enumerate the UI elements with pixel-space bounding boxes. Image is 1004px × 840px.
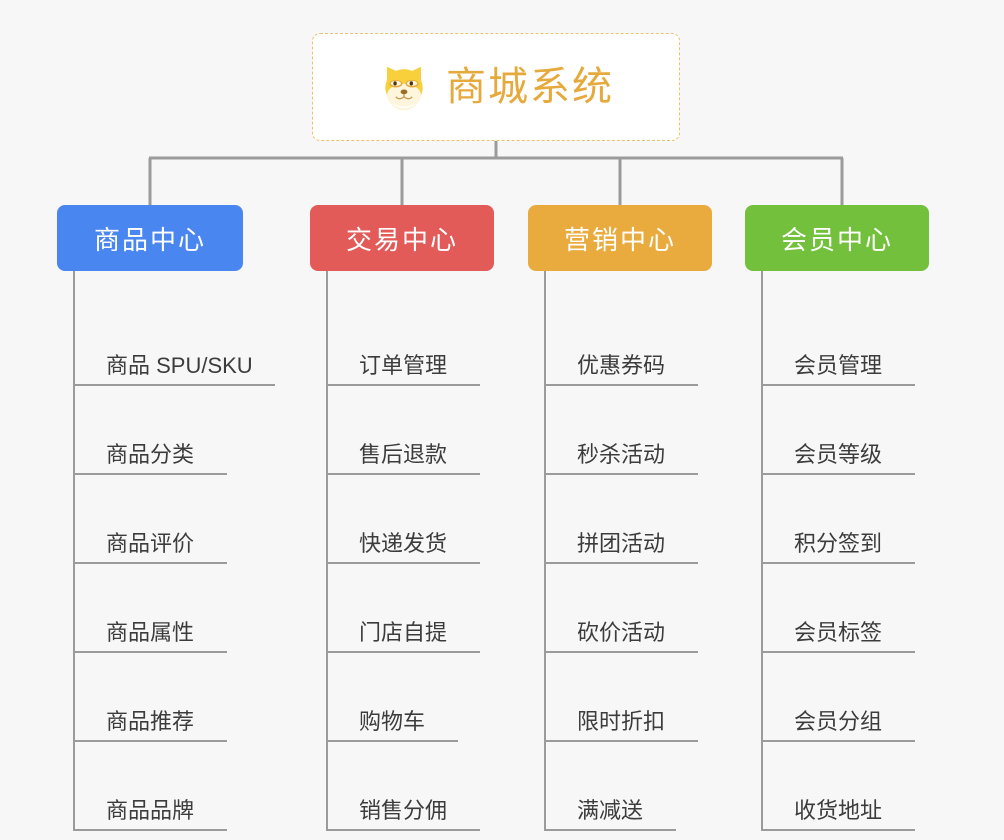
leaf-label: 快递发货	[359, 531, 448, 556]
leaf-label: 购物车	[359, 709, 426, 734]
leaf-label: 门店自提	[359, 620, 448, 645]
leaf-rule	[75, 651, 227, 653]
leaf-rule	[763, 651, 915, 653]
list-item[interactable]: 购物车	[328, 653, 542, 742]
leaf-rule	[328, 384, 480, 386]
leaf-label: 积分签到	[794, 531, 883, 556]
leaf-label: 订单管理	[359, 353, 448, 378]
list-item[interactable]: 会员管理	[763, 297, 977, 386]
list-item[interactable]: 限时折扣	[546, 653, 760, 742]
column-member-center: 会员中心 会员管理 会员等级 积分签到 会员标签 会员分组	[745, 205, 977, 831]
leaf-label: 秒杀活动	[577, 442, 666, 467]
leaf-label: 商品品牌	[106, 798, 195, 823]
list-item[interactable]: 售后退款	[328, 386, 542, 475]
leaf-rule	[328, 829, 480, 831]
list-item[interactable]: 销售分佣	[328, 742, 542, 831]
leaf-rule	[763, 562, 915, 564]
leaf-rule	[763, 473, 915, 475]
list-item[interactable]: 会员标签	[763, 564, 977, 653]
leaf-rule	[546, 829, 676, 831]
leaf-list-marketing-center: 优惠券码 秒杀活动 拼团活动 砍价活动 限时折扣 满减送	[544, 271, 760, 831]
root-node-mall-system[interactable]: 商城系统	[312, 33, 680, 141]
list-item[interactable]: 秒杀活动	[546, 386, 760, 475]
list-item[interactable]: 商品属性	[75, 564, 289, 653]
leaf-list-trade-center: 订单管理 售后退款 快递发货 门店自提 购物车 销售分佣	[326, 271, 542, 831]
column-trade-center: 交易中心 订单管理 售后退款 快递发货 门店自提 购物车	[310, 205, 542, 831]
leaf-rule	[328, 740, 458, 742]
leaf-label: 销售分佣	[359, 798, 448, 823]
leaf-label: 商品推荐	[106, 709, 195, 734]
category-label: 交易中心	[345, 224, 458, 255]
leaf-rule	[75, 740, 227, 742]
list-item[interactable]: 积分签到	[763, 475, 977, 564]
leaf-label: 会员分组	[794, 709, 883, 734]
leaf-rule	[75, 473, 227, 475]
leaf-label: 售后退款	[359, 442, 448, 467]
leaf-rule	[328, 651, 480, 653]
leaf-list-member-center: 会员管理 会员等级 积分签到 会员标签 会员分组 收货地址	[761, 271, 977, 831]
leaf-rule	[546, 473, 698, 475]
column-product-center: 商品中心 商品 SPU/SKU 商品分类 商品评价 商品属性 商品推荐	[57, 205, 289, 831]
leaf-label: 限时折扣	[577, 709, 666, 734]
list-item[interactable]: 商品推荐	[75, 653, 289, 742]
leaf-label: 会员标签	[794, 620, 883, 645]
leaf-label: 商品评价	[106, 531, 195, 556]
leaf-rule	[75, 829, 227, 831]
leaf-rule	[763, 740, 915, 742]
list-item[interactable]: 砍价活动	[546, 564, 760, 653]
list-item[interactable]: 快递发货	[328, 475, 542, 564]
list-item[interactable]: 会员分组	[763, 653, 977, 742]
list-item[interactable]: 商品 SPU/SKU	[75, 297, 289, 386]
category-label: 会员中心	[780, 224, 893, 255]
leaf-rule	[763, 829, 915, 831]
root-title: 商城系统	[446, 65, 614, 109]
leaf-rule	[75, 562, 227, 564]
list-item[interactable]: 商品评价	[75, 475, 289, 564]
category-header-member-center[interactable]: 会员中心	[745, 205, 929, 271]
leaf-label: 会员等级	[794, 442, 883, 467]
leaf-list-product-center: 商品 SPU/SKU 商品分类 商品评价 商品属性 商品推荐 商品品牌	[73, 271, 289, 831]
leaf-rule	[328, 473, 480, 475]
leaf-label: 满减送	[577, 798, 644, 823]
leaf-label: 会员管理	[794, 353, 883, 378]
category-header-product-center[interactable]: 商品中心	[57, 205, 243, 271]
leaf-rule	[75, 384, 275, 386]
leaf-rule	[546, 384, 698, 386]
leaf-rule	[546, 651, 698, 653]
category-label: 商品中心	[93, 224, 206, 255]
leaf-rule	[546, 740, 698, 742]
leaf-label: 拼团活动	[577, 531, 666, 556]
category-header-marketing-center[interactable]: 营销中心	[528, 205, 712, 271]
list-item[interactable]: 商品品牌	[75, 742, 289, 831]
list-item[interactable]: 订单管理	[328, 297, 542, 386]
list-item[interactable]: 收货地址	[763, 742, 977, 831]
leaf-label: 商品 SPU/SKU	[106, 353, 253, 378]
leaf-label: 商品属性	[106, 620, 195, 645]
category-label: 营销中心	[563, 224, 676, 255]
category-header-trade-center[interactable]: 交易中心	[310, 205, 494, 271]
list-item[interactable]: 会员等级	[763, 386, 977, 475]
leaf-label: 收货地址	[794, 798, 883, 823]
list-item[interactable]: 商品分类	[75, 386, 289, 475]
list-item[interactable]: 满减送	[546, 742, 760, 831]
list-item[interactable]: 拼团活动	[546, 475, 760, 564]
leaf-label: 商品分类	[106, 442, 195, 467]
leaf-rule	[328, 562, 480, 564]
column-marketing-center: 营销中心 优惠券码 秒杀活动 拼团活动 砍价活动 限时折扣	[528, 205, 760, 831]
shiba-dog-face-icon	[385, 66, 423, 111]
list-item[interactable]: 优惠券码	[546, 297, 760, 386]
leaf-label: 砍价活动	[577, 620, 666, 645]
leaf-rule	[763, 384, 915, 386]
leaf-rule	[546, 562, 698, 564]
leaf-label: 优惠券码	[577, 353, 666, 378]
list-item[interactable]: 门店自提	[328, 564, 542, 653]
